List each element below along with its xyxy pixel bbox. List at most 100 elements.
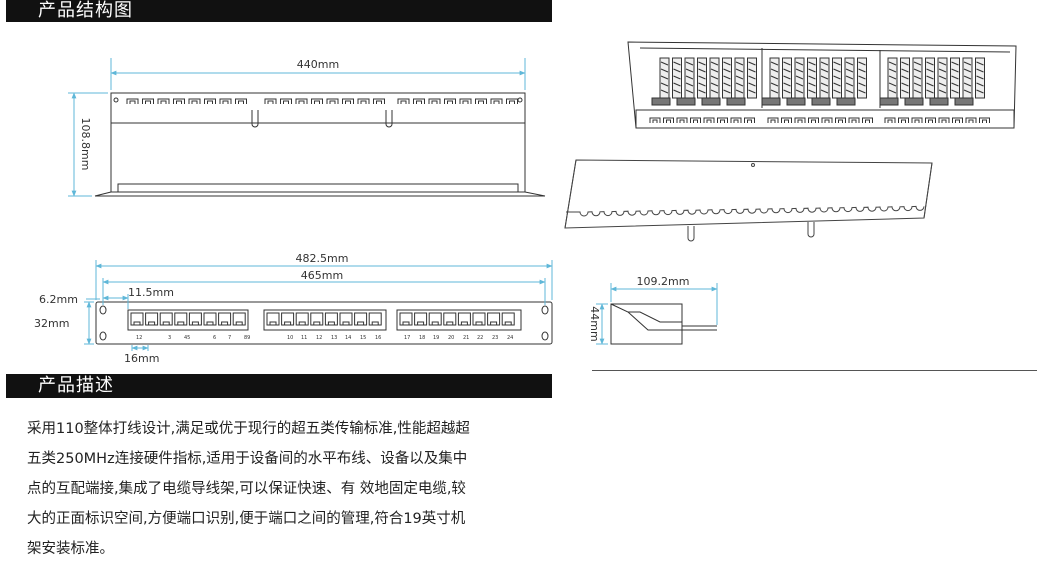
punch-contact xyxy=(685,61,694,66)
rj45-port xyxy=(443,312,457,326)
punch-contact xyxy=(673,89,681,94)
punch-contact xyxy=(770,89,779,94)
punch-contact xyxy=(833,75,841,80)
punch-contact xyxy=(660,68,669,73)
slot-mark xyxy=(676,117,688,123)
port-latch xyxy=(327,321,335,325)
punch-contact xyxy=(888,89,897,94)
punch-contact xyxy=(783,89,791,94)
punch-contact xyxy=(951,75,959,80)
slot-mark xyxy=(428,98,441,104)
slot-mark xyxy=(794,117,806,123)
slot-mark xyxy=(475,98,487,104)
dim-mount-width: 465mm xyxy=(301,269,343,282)
punch-contact xyxy=(723,61,731,66)
punch-contact xyxy=(951,61,959,66)
punch-contact xyxy=(710,89,719,94)
port-latch xyxy=(460,321,468,325)
port-label-plate xyxy=(929,97,949,106)
punch-contact xyxy=(913,68,922,73)
punch-contact xyxy=(845,68,854,73)
punch-contact xyxy=(735,61,744,66)
slot-mark xyxy=(690,117,701,123)
punch-contact xyxy=(685,82,694,87)
rj45-port xyxy=(266,312,280,326)
punch-contact xyxy=(845,75,854,80)
punch-contact xyxy=(808,68,816,73)
rj45-port xyxy=(218,312,232,326)
punch-contact xyxy=(963,89,972,94)
punch-contact xyxy=(833,68,841,73)
port-label: 13 xyxy=(331,335,337,341)
slot-mark xyxy=(342,98,354,104)
slot-mark xyxy=(730,117,742,123)
punch-contact xyxy=(783,61,791,66)
punch-contact xyxy=(698,82,706,87)
port-label: 14 xyxy=(345,335,351,341)
punch-contact xyxy=(926,61,934,66)
port-label: 10 xyxy=(287,335,293,341)
punch-contact xyxy=(710,68,719,73)
port-label-plate xyxy=(701,97,721,106)
slot-mark xyxy=(884,117,896,123)
slot-mark xyxy=(397,98,410,104)
punch-contact xyxy=(748,75,756,80)
rj45-port xyxy=(339,312,353,326)
section-header-structure: 产品结构图 xyxy=(6,0,552,22)
punch-contact xyxy=(698,89,706,94)
punch-contact xyxy=(673,61,681,66)
rj45-port xyxy=(472,312,486,326)
section-title: 产品结构图 xyxy=(38,0,133,21)
punch-contact xyxy=(748,89,756,94)
slot-mark xyxy=(280,98,292,104)
slot-mark xyxy=(848,117,860,123)
punch-contact xyxy=(673,82,681,87)
side-view-drawing xyxy=(610,303,717,345)
rj45-port xyxy=(487,312,501,326)
slot-mark xyxy=(126,98,139,104)
rj45-port xyxy=(501,312,515,326)
punch-contact xyxy=(951,82,959,87)
punch-contact xyxy=(783,68,791,73)
slot-mark xyxy=(808,117,819,123)
punch-contact xyxy=(710,82,719,87)
punch-contact xyxy=(926,75,934,80)
section-header-description: 产品描述 xyxy=(6,374,552,398)
punch-contact xyxy=(888,75,897,80)
punch-contact xyxy=(938,82,947,87)
punch-contact xyxy=(858,61,866,66)
punch-contact xyxy=(888,61,897,66)
punch-contact xyxy=(926,68,934,73)
punch-contact xyxy=(808,75,816,80)
punch-contact xyxy=(963,75,972,80)
slot-mark xyxy=(459,98,472,104)
port-latch xyxy=(162,321,170,325)
top-view-drawing xyxy=(94,92,546,197)
port-latch xyxy=(342,321,350,325)
punch-contact xyxy=(963,82,972,87)
punch-contact xyxy=(938,89,947,94)
port-latch xyxy=(133,321,141,325)
slot-mark xyxy=(898,117,909,123)
slot-mark xyxy=(444,98,456,104)
description-line: 架安装标准。 xyxy=(27,541,114,557)
rj45-port xyxy=(232,312,246,326)
rj45-port xyxy=(324,312,338,326)
dim-side-depth: 109.2mm xyxy=(637,275,690,288)
slot-mark xyxy=(326,98,339,104)
port-latch xyxy=(431,321,439,325)
port-label: 6 xyxy=(213,335,216,341)
punch-contact xyxy=(698,75,706,80)
slot-mark xyxy=(295,98,308,104)
punch-contact xyxy=(710,61,719,66)
punch-contact xyxy=(858,68,866,73)
punch-contact xyxy=(976,68,984,73)
punch-contact xyxy=(723,89,731,94)
punch-contact xyxy=(820,61,829,66)
slot-mark xyxy=(835,117,846,123)
dim-ear-offset: 6.2mm xyxy=(39,293,78,306)
punch-contact xyxy=(795,82,804,87)
rj45-port xyxy=(159,312,173,326)
slot-mark xyxy=(965,117,977,123)
port-label: 15 xyxy=(360,335,366,341)
